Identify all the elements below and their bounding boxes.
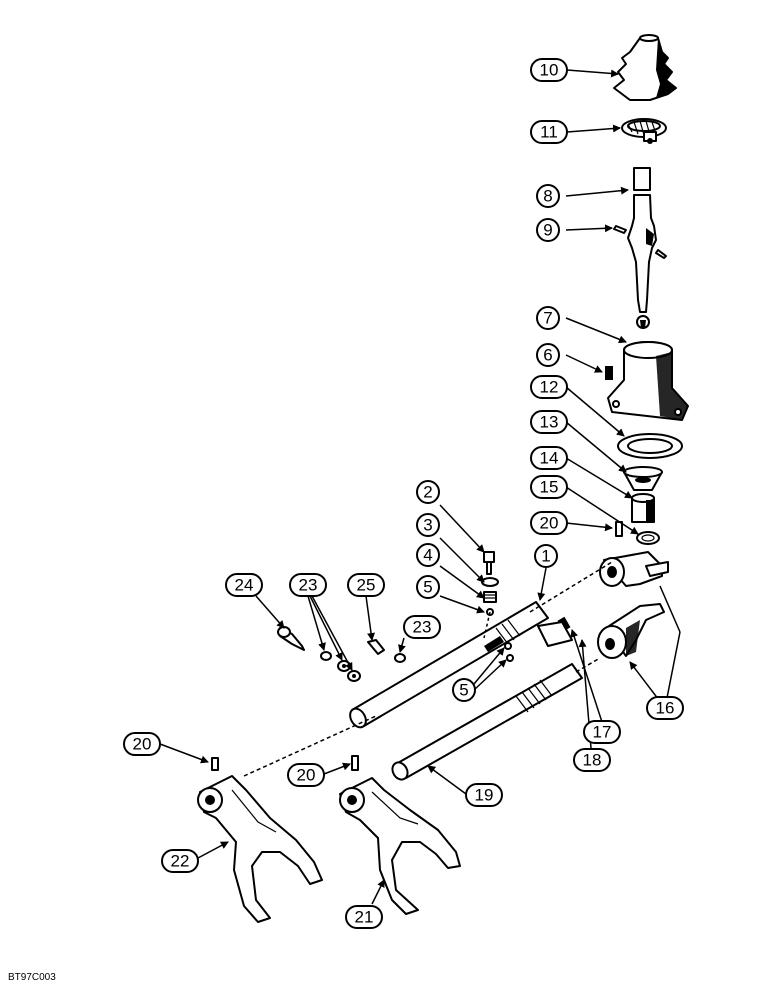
callout-11: 11 [530,120,568,144]
svg-text:23: 23 [413,618,432,637]
callout-10: 10 [530,58,568,82]
svg-text:11: 11 [540,123,558,142]
callout-21: 21 [345,905,383,929]
callout-24: 24 [225,573,263,597]
svg-text:17: 17 [593,723,612,742]
part-bolt-25 [367,639,385,655]
callout-16: 16 [646,696,684,720]
svg-text:23: 23 [299,576,318,595]
callout-20-left: 20 [123,732,161,756]
callout-23-b: 23 [403,615,441,639]
svg-text:15: 15 [540,478,559,497]
callout-1: 1 [534,544,558,568]
svg-text:1: 1 [541,547,550,566]
svg-text:8: 8 [543,187,552,206]
callout-4: 4 [416,543,440,567]
svg-text:9: 9 [543,221,552,240]
svg-text:20: 20 [540,514,559,533]
svg-text:2: 2 [423,483,432,502]
part-shift-fork-21 [339,777,461,915]
part-roll-pin-21 [351,755,359,771]
svg-text:12: 12 [540,378,559,397]
callout-12: 12 [530,375,568,399]
part-seal-cup [623,466,663,491]
part-bolt-6 [605,366,613,380]
part-shift-rail-upper [349,561,613,729]
callout-18: 18 [573,748,611,772]
svg-text:5: 5 [423,578,432,597]
svg-text:6: 6 [543,346,552,365]
callout-14: 14 [530,446,568,470]
part-roll-pin-upper [615,521,623,537]
callout-6: 6 [536,343,560,367]
part-boot [613,34,677,101]
part-gasket [617,433,683,459]
svg-text:19: 19 [475,786,494,805]
callout-5-lower: 5 [452,678,476,702]
callout-23-a: 23 [289,573,327,597]
part-shift-rail-lower [391,657,601,781]
part-bushing [631,493,655,523]
svg-text:24: 24 [235,576,254,595]
part-detent-lower-balls [504,642,514,662]
svg-text:4: 4 [423,546,432,565]
svg-text:10: 10 [540,61,559,80]
svg-text:25: 25 [357,576,376,595]
callout-20-top: 20 [530,511,568,535]
svg-text:20: 20 [297,766,316,785]
svg-text:7: 7 [543,309,552,328]
part-nuts-washers [320,651,406,682]
svg-text:13: 13 [540,413,559,432]
drawing-reference: BT97C003 [8,972,56,983]
svg-text:18: 18 [583,751,602,770]
part-snap-ring [636,531,660,545]
part-interlock-plate [537,621,573,647]
part-selector-block-upper [599,551,669,587]
part-bolt-24 [277,626,305,651]
svg-text:16: 16 [656,699,675,718]
callout-7: 7 [536,306,560,330]
svg-text:22: 22 [171,852,190,871]
callout-17: 17 [583,720,621,744]
callout-5-upper: 5 [416,575,440,599]
svg-text:20: 20 [133,735,152,754]
callout-2: 2 [416,480,440,504]
callout-3: 3 [416,513,440,537]
callout-13: 13 [530,410,568,434]
svg-text:14: 14 [540,449,559,468]
part-shift-lever [627,167,657,329]
part-shift-fork-22 [197,715,377,923]
callout-19: 19 [465,783,503,807]
callout-8: 8 [536,184,560,208]
callout-20-mid: 20 [287,763,325,787]
part-lever-housing [607,341,689,421]
svg-text:3: 3 [423,516,432,535]
part-hose-clamp [621,118,667,144]
svg-text:21: 21 [355,908,374,927]
part-detent-upper-stack [481,551,499,639]
part-roll-pin-22 [211,757,219,771]
callout-25: 25 [347,573,385,597]
callout-22: 22 [161,849,199,873]
svg-text:5: 5 [459,681,468,700]
callout-15: 15 [530,475,568,499]
part-selector-block-lower [597,603,665,659]
callout-9: 9 [536,218,560,242]
part-pins [613,225,667,259]
